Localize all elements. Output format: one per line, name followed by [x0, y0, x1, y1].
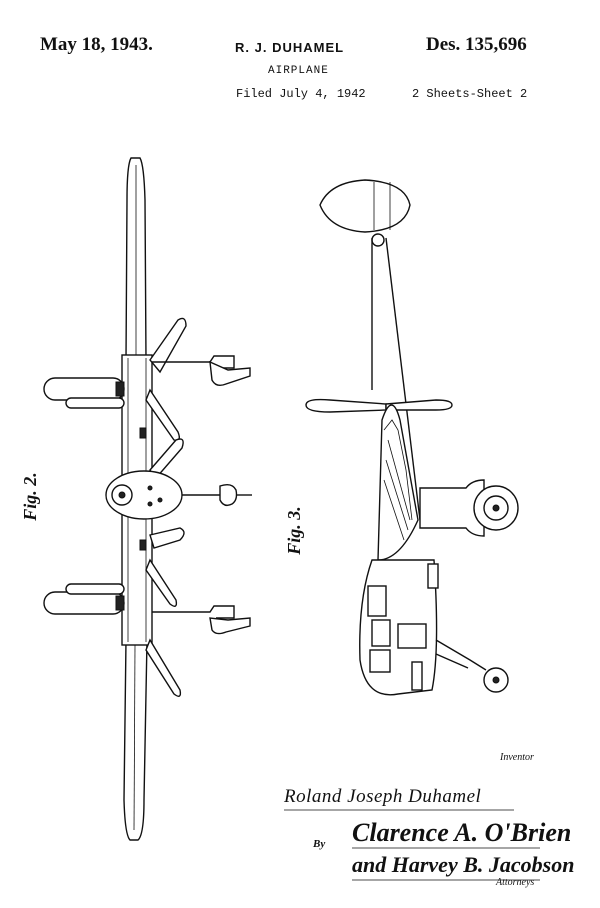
fig3-side-view [305, 179, 519, 696]
inventor-signature: Roland Joseph Duhamel [284, 786, 482, 807]
sheet-count: 2 Sheets-Sheet 2 [412, 87, 528, 101]
wing-lower [123, 639, 148, 841]
filed-date: Filed July 4, 1942 [236, 87, 366, 101]
tail-disk [319, 179, 411, 233]
attorney-signature-2: and Harvey B. Jacobson [352, 852, 575, 877]
design-number: Des. 135,696 [426, 34, 527, 55]
fig2-label: Fig. 2. [19, 472, 40, 521]
engine-pod-upper [43, 377, 125, 401]
inventor-name: R. J. DUHAMEL [235, 40, 345, 55]
attorneys-label: Attorneys [496, 877, 535, 888]
inventor-label: Inventor [500, 752, 534, 763]
fig3-label: Fig. 3. [283, 506, 304, 555]
by-label: By [313, 838, 326, 850]
patent-date: May 18, 1943. [40, 34, 153, 55]
engine-pod-lower [43, 591, 125, 615]
patent-title: AIRPLANE [268, 65, 329, 77]
fig2-top-view [43, 157, 252, 841]
attorney-signature-1: Clarence A. O'Brien [352, 818, 572, 847]
